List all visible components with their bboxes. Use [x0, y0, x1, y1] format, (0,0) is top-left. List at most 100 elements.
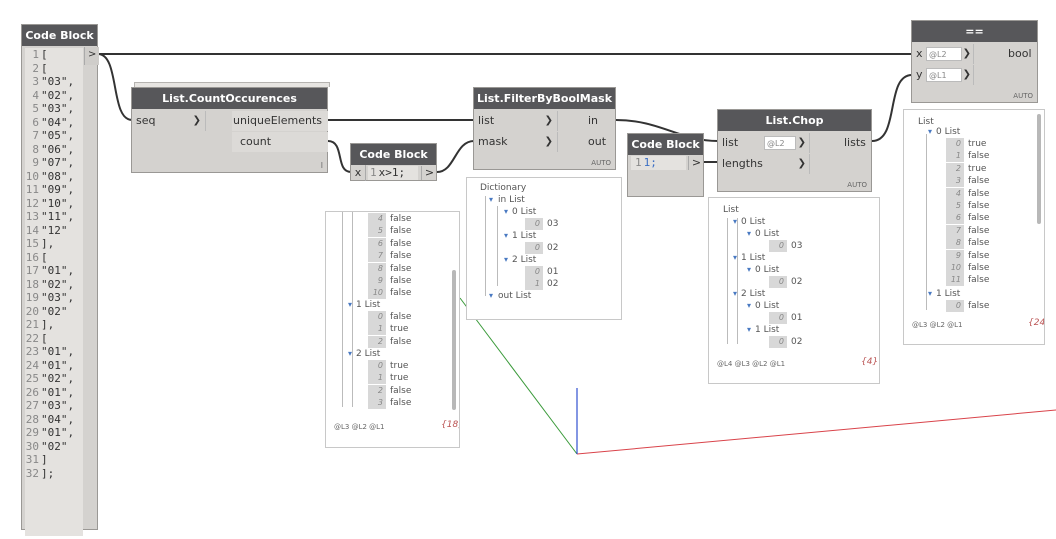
- lacing-indicator[interactable]: AUTO: [1013, 92, 1033, 100]
- y-level-selector[interactable]: @L1: [926, 68, 962, 82]
- collapse-toggle-icon[interactable]: ▾: [733, 289, 738, 298]
- item-value: false: [390, 238, 412, 249]
- count-output-port[interactable]: count: [232, 132, 328, 152]
- collapse-toggle-icon[interactable]: ▾: [348, 349, 353, 358]
- port-label: x: [916, 47, 923, 60]
- filter-by-bool-mask-node[interactable]: List.FilterByBoolMask list ❯ mask ❯ in o…: [473, 87, 616, 170]
- code-text: "05",: [41, 129, 75, 142]
- collapse-toggle-icon[interactable]: ▾: [733, 217, 738, 226]
- port-arrow-icon: ❯: [962, 69, 971, 80]
- equals-node[interactable]: == x @L2 ❯ y @L1 ❯ bool AUTO: [911, 20, 1038, 103]
- output-port[interactable]: >: [421, 166, 437, 180]
- list-input-port[interactable]: list @L2 ❯: [718, 133, 810, 153]
- list-header: 1 List: [755, 325, 780, 335]
- code-text: "01",: [41, 385, 75, 399]
- collapse-toggle-icon[interactable]: ▾: [747, 301, 752, 310]
- wire-chop-to-equals-y[interactable]: [871, 74, 913, 142]
- line-number: 1: [370, 166, 377, 179]
- list-chop-node[interactable]: List.Chop list @L2 ❯ lengths ❯ lists AUT…: [717, 109, 872, 192]
- line-number: 13: [25, 210, 39, 223]
- lacing-indicator[interactable]: AUTO: [847, 181, 867, 189]
- wire-code-to-countocc[interactable]: [97, 53, 133, 121]
- tree-guide-line: [497, 206, 498, 286]
- collapse-toggle-icon[interactable]: ▾: [489, 291, 494, 300]
- item-count: {18}: [441, 420, 459, 430]
- collapse-toggle-icon[interactable]: ▾: [489, 195, 494, 204]
- code-line: 20"02": [25, 305, 83, 319]
- collapse-toggle-icon[interactable]: ▾: [733, 253, 738, 262]
- preview-scrollbar[interactable]: [1037, 114, 1041, 224]
- seq-input-port[interactable]: seq ❯: [132, 111, 206, 131]
- collapse-toggle-icon[interactable]: ▾: [928, 289, 933, 298]
- line-number: 9: [32, 156, 39, 169]
- collapse-toggle-icon[interactable]: ▾: [928, 127, 933, 136]
- output-port[interactable]: >: [84, 47, 99, 65]
- port-arrow-icon: ❯: [962, 48, 971, 59]
- preview-scrollbar[interactable]: [452, 270, 456, 410]
- wire-codeblock-to-mask[interactable]: [436, 140, 475, 173]
- bool-output-port[interactable]: bool: [1008, 44, 1038, 64]
- code-block-node-main[interactable]: Code Block 1[2[3"03",4"02",5"03",6"04",7…: [21, 24, 99, 536]
- collapse-toggle-icon[interactable]: ▾: [348, 300, 353, 309]
- lacing-indicator[interactable]: l: [320, 161, 323, 170]
- code-line: 30"02": [25, 440, 83, 454]
- collapse-toggle-icon[interactable]: ▾: [747, 325, 752, 334]
- code-editor[interactable]: 1[2[3"03",4"02",5"03",6"04",7"05",8"06",…: [25, 48, 83, 536]
- in-output-port[interactable]: in: [588, 111, 616, 131]
- list-level-selector[interactable]: @L2: [764, 136, 796, 150]
- code-line: 7"05",: [25, 129, 83, 143]
- line-number: 7: [32, 129, 39, 142]
- list-header: List: [918, 117, 934, 127]
- collapse-toggle-icon[interactable]: ▾: [747, 265, 752, 274]
- code-line: 10"08",: [25, 170, 83, 184]
- code-text: "06",: [41, 142, 75, 156]
- list-input-port[interactable]: list ❯: [474, 111, 558, 131]
- mask-input-port[interactable]: mask ❯: [474, 132, 558, 152]
- out-output-port[interactable]: out: [588, 132, 616, 152]
- wire-count-to-codeblock[interactable]: [327, 140, 352, 173]
- collapse-toggle-icon[interactable]: ▾: [504, 255, 509, 264]
- line-number: 20: [25, 304, 39, 318]
- collapse-toggle-icon[interactable]: ▾: [747, 229, 752, 238]
- collapse-toggle-icon[interactable]: ▾: [504, 231, 509, 240]
- lists-output-port[interactable]: lists: [844, 133, 872, 153]
- item-index: 2: [368, 384, 386, 397]
- output-port[interactable]: >: [688, 156, 704, 170]
- list-levels: @L3 @L2 @L1: [334, 423, 385, 431]
- count-occurences-node[interactable]: List.CountOccurences seq ❯ uniqueElement…: [131, 87, 328, 173]
- line-number: 27: [25, 399, 39, 412]
- lengths-input-port[interactable]: lengths ❯: [718, 154, 810, 174]
- x-input-port[interactable]: x @L2 ❯: [912, 44, 974, 64]
- line-number: 8: [32, 142, 39, 156]
- list-header: 0 List: [936, 127, 961, 137]
- code-line: 12"10",: [25, 197, 83, 211]
- x-input-port[interactable]: x: [351, 165, 366, 181]
- port-label: lengths: [722, 157, 763, 170]
- item-value: 02: [547, 243, 559, 253]
- collapse-toggle-icon[interactable]: ▾: [504, 207, 509, 216]
- line-number: 11: [25, 183, 39, 196]
- code-line: 8"06",: [25, 143, 83, 157]
- item-value: false: [968, 238, 990, 249]
- y-input-port[interactable]: y @L1 ❯: [912, 65, 974, 85]
- item-value: true: [968, 139, 987, 149]
- lacing-indicator[interactable]: AUTO: [591, 159, 611, 167]
- unique-elements-output-port[interactable]: uniqueElements: [232, 111, 328, 131]
- list-header: 0 List: [755, 265, 780, 275]
- x-level-selector[interactable]: @L2: [926, 47, 962, 61]
- wire-filter-to-chop[interactable]: [615, 119, 719, 142]
- code-text: ]: [41, 453, 48, 466]
